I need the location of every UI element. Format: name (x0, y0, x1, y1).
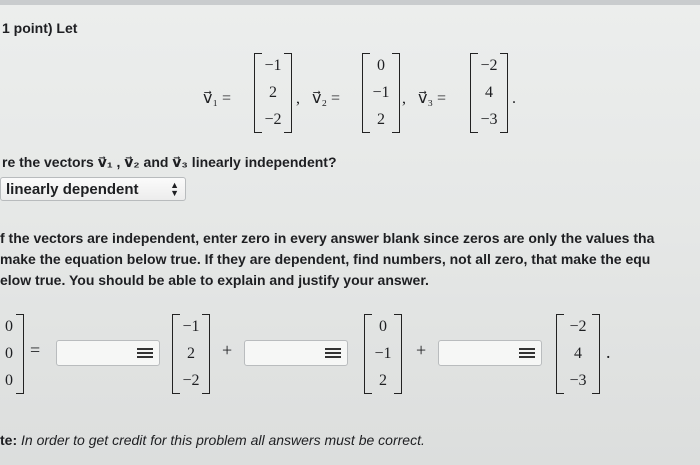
v2-entry-2: −1 (372, 83, 390, 101)
v3-entry-3: −3 (480, 110, 498, 128)
question-text: re the vectors v⃗₁ , v⃗₂ and v⃗₃ linearl… (2, 154, 337, 170)
independence-select[interactable]: linearly dependent ▲▼ (0, 177, 186, 201)
answer-field-1[interactable] (56, 340, 160, 366)
instructions: f the vectors are independent, enter zer… (0, 228, 654, 291)
answer-input-2[interactable] (245, 341, 319, 365)
eq-v2-entry-1: 0 (379, 318, 387, 336)
instructions-line-1: f the vectors are independent, enter zer… (0, 230, 655, 246)
plus-sign-2: + (416, 340, 427, 360)
separator-1: , (296, 90, 300, 107)
v2-matrix: 0 −1 2 (362, 53, 400, 133)
v1-entry-3: −2 (264, 110, 282, 128)
answer-field-2[interactable] (244, 340, 348, 366)
eq-v3-entry-1: −2 (569, 318, 587, 336)
zero-entry-1: 0 (5, 318, 13, 336)
eq-v2-matrix: 0 −1 2 (364, 314, 402, 394)
plus-sign-1: + (222, 340, 233, 360)
separator-2: , (402, 90, 406, 107)
top-bar (0, 0, 700, 5)
v1-entry-1: −1 (264, 57, 282, 75)
v3-entry-1: −2 (480, 57, 498, 75)
equation-period: . (606, 342, 611, 362)
matrix-entry-icon-1[interactable] (135, 343, 155, 363)
equals-sign: = (30, 340, 41, 360)
select-value: linearly dependent (6, 180, 139, 198)
note-text: In order to get credit for this problem … (17, 432, 425, 448)
v2-entry-1: 0 (377, 57, 385, 75)
problem-header: 1 point) Let (2, 20, 78, 36)
v1-label: v⃗₁ = (203, 90, 232, 107)
eq-v1-entry-1: −1 (182, 318, 200, 336)
zero-entry-3: 0 (5, 371, 13, 389)
v3-matrix: −2 4 −3 (470, 53, 508, 133)
matrix-entry-icon-2[interactable] (323, 343, 343, 363)
eq-v3-entry-2: 4 (574, 344, 582, 362)
eq-v2-entry-3: 2 (379, 371, 387, 389)
eq-v1-entry-3: −2 (182, 371, 200, 389)
eq-v3-entry-3: −3 (569, 371, 587, 389)
zero-vector: 0 0 0 (0, 314, 24, 394)
note-prefix: te: (0, 432, 18, 448)
instructions-line-2: make the equation below true. If they ar… (0, 251, 651, 267)
matrix-entry-icon-3[interactable] (517, 343, 537, 363)
instructions-line-3: elow true. You should be able to explain… (0, 272, 429, 288)
answer-input-3[interactable] (439, 341, 513, 365)
v2-entry-3: 2 (377, 110, 385, 128)
eq-v1-matrix: −1 2 −2 (172, 314, 210, 394)
v3-entry-2: 4 (485, 83, 493, 101)
answer-input-1[interactable] (57, 341, 131, 365)
v2-label: v⃗₂ = (312, 90, 341, 107)
v3-label: v⃗₃ = (418, 90, 447, 107)
eq-v2-entry-2: −1 (374, 344, 392, 362)
zero-entry-2: 0 (5, 344, 13, 362)
v1-entry-2: 2 (269, 83, 277, 101)
eq-v1-entry-2: 2 (187, 344, 195, 362)
eq-v3-matrix: −2 4 −3 (556, 314, 600, 394)
select-arrows-icon: ▲▼ (170, 180, 179, 198)
v1-matrix: −1 2 −2 (254, 53, 292, 133)
note: te: In order to get credit for this prob… (0, 432, 425, 448)
end-period: . (512, 90, 516, 107)
answer-field-3[interactable] (438, 340, 542, 366)
